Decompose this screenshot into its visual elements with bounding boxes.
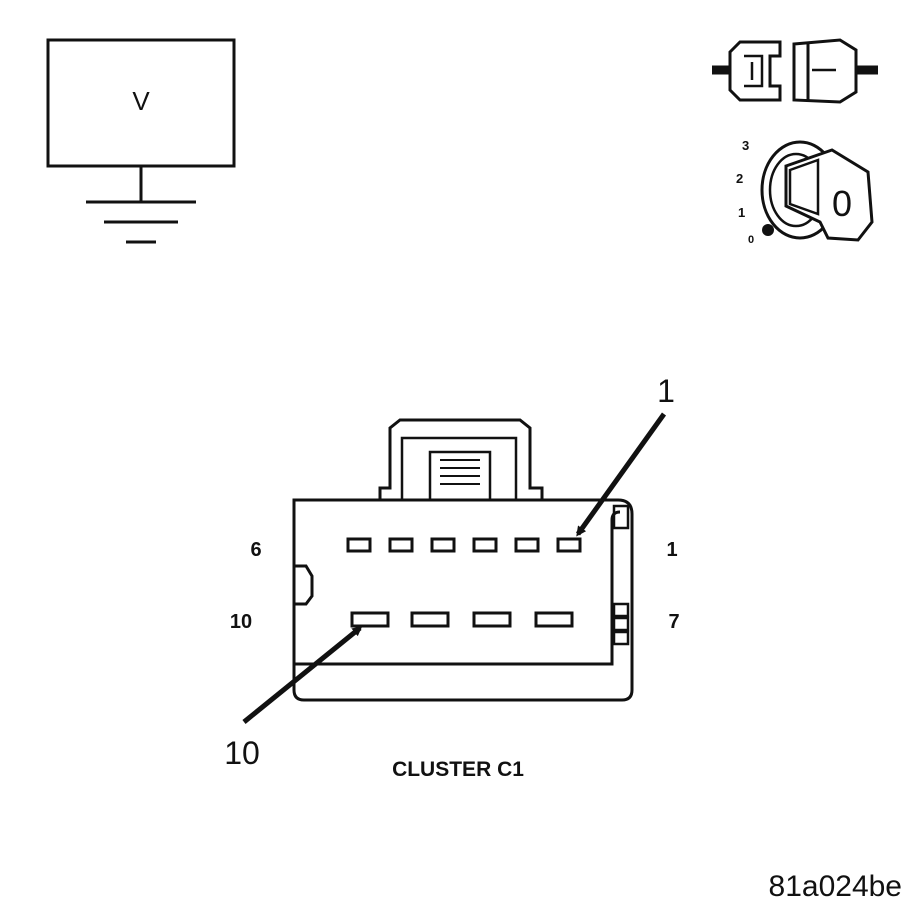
- callout-label-1: 1: [657, 373, 675, 409]
- connector-side-key: [294, 564, 314, 606]
- pin-2: [514, 537, 540, 553]
- label-pin-10: 10: [230, 611, 252, 633]
- pin-5: [388, 537, 414, 553]
- pin-4: [430, 537, 456, 553]
- label-pin-1: 1: [666, 539, 677, 561]
- connector-latch: [378, 418, 544, 502]
- pin-1: [556, 537, 582, 553]
- callout-arrow-1: [575, 412, 667, 537]
- label-pin-6: 6: [250, 539, 261, 561]
- bottom-row-pins: [350, 611, 574, 628]
- callout-label-10: 10: [224, 735, 260, 771]
- connector-body: [292, 498, 634, 702]
- disconnected-connector-icon: [712, 38, 878, 104]
- pin-3: [472, 537, 498, 553]
- ignition-position-1: 1: [738, 205, 745, 220]
- voltmeter-label: V: [132, 86, 150, 116]
- ground-icon: [86, 200, 196, 244]
- pin-8: [472, 611, 512, 628]
- pin-10: [350, 611, 390, 628]
- ignition-position-2: 2: [736, 171, 743, 186]
- label-pin-7: 7: [668, 611, 679, 633]
- connector-right-ribs: [612, 504, 630, 646]
- connector-name: CLUSTER C1: [392, 758, 524, 781]
- top-row-pins: [346, 537, 582, 553]
- voltmeter-symbol: V: [46, 38, 236, 244]
- pin-6: [346, 537, 372, 553]
- figure-id: 81a024be: [769, 870, 902, 903]
- callout-arrow-10: [242, 626, 363, 724]
- pin-9: [410, 611, 450, 628]
- connector-cluster-c1: 6 1 10 7 1 10 CLUSTER C1: [224, 373, 679, 781]
- ignition-switch-icon: 3 2 1 0 0: [736, 138, 874, 246]
- ignition-position-0: 0: [748, 234, 754, 246]
- pin-7: [534, 611, 574, 628]
- ignition-position-3: 3: [742, 138, 749, 153]
- key-icon: [784, 148, 874, 242]
- position-marker-icon: [762, 224, 774, 236]
- key-symbol: 0: [832, 183, 852, 224]
